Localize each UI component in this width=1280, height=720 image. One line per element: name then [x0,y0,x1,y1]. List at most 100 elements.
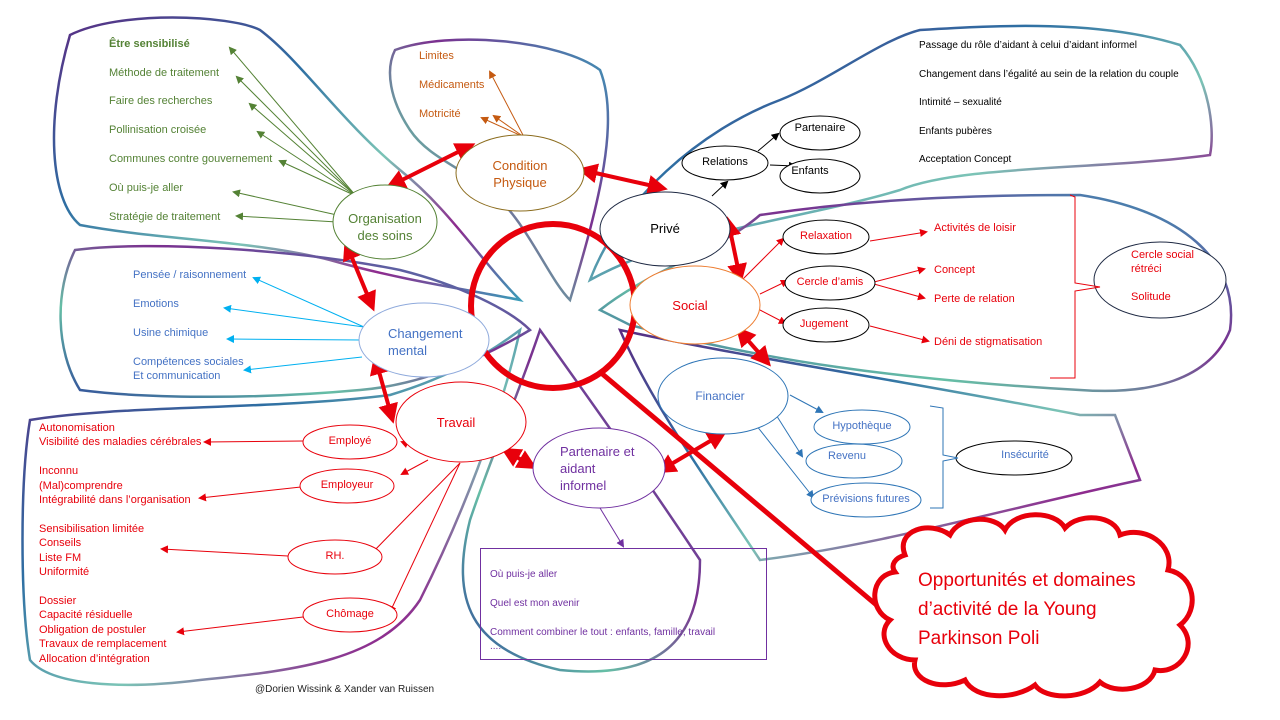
org-item: Méthode de traitement [109,67,220,79]
prive-note: Acceptation Concept [919,154,1012,165]
deni-text: Déni de stigmatisation [934,336,1043,348]
rh-item: Liste FM [39,552,82,564]
changement-arrows [223,276,365,374]
node-partenaire [532,427,666,509]
node-chomage [302,597,398,633]
node-condition [455,134,585,212]
employeur-item: (Mal)comprendre [39,480,123,492]
partenaire-sub-label: Partenaire [794,122,846,134]
chomage-item: Dossier [39,595,77,607]
condition-item: Médicaments [419,79,485,91]
perte-text: Perte de relation [934,293,1015,305]
node-changement [358,302,490,378]
employeur-item: Inconnu [39,465,79,477]
travail-arrows [160,437,461,636]
node-social [629,265,761,345]
social-label: Social [672,298,708,313]
node-previsions [810,482,922,518]
node-ellipses [287,115,1227,633]
node-rh [287,539,383,575]
social-arrows [741,229,930,344]
financier-label: Financier [695,389,745,403]
org-item: Pollinisation croisée [109,124,207,136]
employe-item: Visibilité des maladies cérébrales [39,436,202,448]
organisation-arrows [228,46,357,223]
node-financier [657,357,789,435]
changement-item: Usine chimique [133,327,209,339]
changement-item: Et communication [133,370,221,382]
org-item: Où puis-je aller [109,182,183,194]
central-to-cloud-line [598,370,882,610]
partenaire-to-box-arrow [599,507,625,548]
jugement-label: Jugement [799,318,849,330]
cercle-amis-label: Cercle d’amis [796,276,864,288]
financier-arrows [755,394,824,499]
social-bracket [1050,194,1101,379]
main-links [343,143,771,474]
prive-label: Privé [650,221,680,236]
region-prive [587,24,1213,283]
activites-text: Activités de loisir [934,222,1016,234]
changement-item: Emotions [133,298,179,310]
rh-item: Uniformité [39,566,90,578]
prive-note: Intimité – sexualité [919,97,1002,108]
employeur-label: Employeur [320,479,374,491]
employeur-item: Intégrabilité dans l’organisation [39,494,191,506]
org-item: Communes contre gouvernement [109,153,273,165]
insecurite-label: Insécurité [1001,449,1049,461]
org-item: Faire des recherches [109,95,213,107]
enfants-label: Enfants [791,165,829,177]
travail-label: Travail [436,415,476,430]
box-item: .... [490,641,502,652]
condition-item: Motricité [419,108,461,120]
node-revenu [805,443,903,479]
prive-note: Enfants pubères [919,126,992,137]
node-partenaire-sub [779,115,861,151]
region-travail [21,326,522,687]
node-cercle-social [1093,241,1227,319]
employe-label: Employé [328,435,372,447]
revenu-label: Revenu [828,450,866,462]
node-relations [681,145,769,181]
box-item: Quel est mon avenir [490,598,580,609]
org-item: Stratégie de traitement [109,211,221,223]
financier-bracket [929,405,959,509]
chomage-item: Allocation d’intégration [39,653,150,665]
chomage-label: Chômage [326,608,374,620]
changement-item: Compétences sociales [133,356,244,368]
node-cercle [784,265,876,301]
prive-note: Changement dans l’égalité au sein de la … [919,69,1179,80]
node-jugement [782,307,870,343]
cloud-shape [872,512,1195,699]
credit-text: @Dorien Wissink & Xander van Ruissen [255,684,435,695]
chomage-item: Travaux de remplacement [39,638,167,650]
box-item: Comment combiner le tout : enfants, fami… [490,627,716,638]
org-item: Être sensibilisé [109,38,190,50]
relations-label: Relations [702,156,748,168]
box-item: Où puis-je aller [490,569,558,580]
region-organisation [52,16,524,303]
rh-item: Sensibilisation limitée [39,523,145,535]
node-relaxation [782,219,870,255]
previsions-label: Prévisions futures [822,493,910,505]
rh-label: RH. [325,550,345,562]
region-condition [388,38,610,303]
node-organisation [332,184,438,260]
employe-item: Autonomisation [39,422,115,434]
chomage-item: Capacité résiduelle [39,609,133,621]
prive-note: Passage du rôle d’aidant à celui d’aidan… [919,40,1137,51]
relaxation-label: Relaxation [800,230,852,242]
node-travail [395,381,527,463]
chomage-item: Obligation de postuler [39,624,147,636]
rh-item: Conseils [39,537,82,549]
node-employeur [299,468,395,504]
node-employe [302,424,398,460]
changement-item: Pensée / raisonnement [133,269,247,281]
cloud-title: Opportunités et domaines d’activité de l… [918,570,1136,649]
